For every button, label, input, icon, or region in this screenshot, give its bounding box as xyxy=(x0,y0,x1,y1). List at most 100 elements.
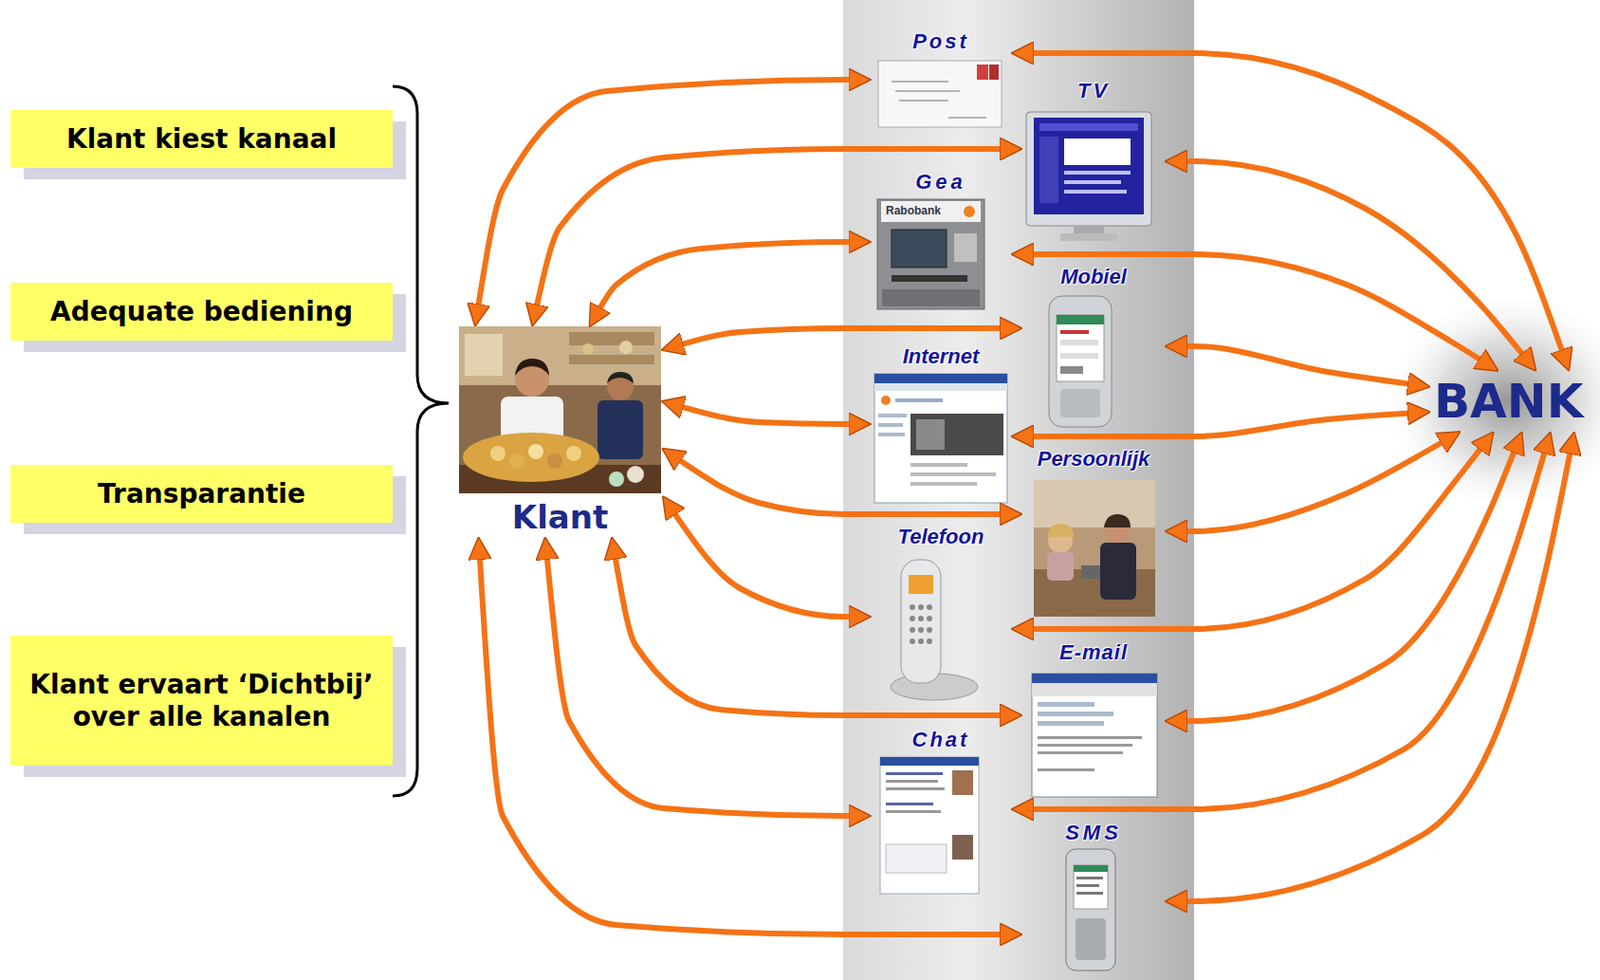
sms-icon xyxy=(1076,883,1100,887)
channel-arrow xyxy=(535,148,1006,311)
browser-icon xyxy=(878,422,903,427)
channel-arrow xyxy=(678,328,1006,346)
email-icon xyxy=(1031,673,1158,797)
customer-photo xyxy=(509,453,525,469)
feature-text: Klant kiest kanaal xyxy=(66,123,337,156)
counter-photo xyxy=(1081,565,1101,579)
tv-icon xyxy=(1064,170,1131,175)
counter-photo xyxy=(1100,542,1137,600)
channel-arrow xyxy=(1181,447,1516,721)
node-label: TV xyxy=(1077,77,1110,105)
channel-arrow xyxy=(1028,254,1485,363)
browser-icon xyxy=(910,481,977,486)
customer-photo xyxy=(514,358,550,376)
browser-icon xyxy=(895,398,943,403)
chat-icon xyxy=(885,844,947,873)
phone-icon xyxy=(909,638,916,644)
channel-arrow xyxy=(1028,412,1414,437)
atm-icon xyxy=(877,199,985,310)
tv-icon xyxy=(1064,180,1122,184)
mobile-icon xyxy=(1056,314,1104,325)
group-brace xyxy=(392,86,449,796)
channel-arrow xyxy=(676,458,1006,515)
browser-icon xyxy=(881,395,891,405)
atm-icon xyxy=(963,205,975,218)
channel-arrow xyxy=(546,553,854,816)
channel-arrow xyxy=(478,79,855,310)
phone-icon xyxy=(909,615,916,622)
feature-box: Klant kiest kanaal xyxy=(10,110,393,168)
channel-node: TV xyxy=(1022,77,1165,245)
chat-icon xyxy=(885,779,938,783)
customer-photo xyxy=(626,465,644,483)
sms-icon xyxy=(1073,864,1108,872)
atm-icon xyxy=(882,289,980,307)
chat-icon xyxy=(880,756,979,894)
atm-icon xyxy=(891,275,968,282)
email-icon xyxy=(1037,720,1104,726)
tv-icon xyxy=(1026,111,1152,241)
counter-photo xyxy=(1047,523,1074,537)
node-label: SMS xyxy=(1065,819,1122,846)
email-icon xyxy=(1031,682,1158,697)
feature-text: Klant ervaart ‘Dichtbij’ over alle kanal… xyxy=(21,668,382,733)
channel-node: Telefoon xyxy=(870,523,1012,704)
channel-node: Post xyxy=(870,28,1012,129)
mobile-icon xyxy=(1060,352,1099,359)
counter-photo xyxy=(1103,514,1131,528)
email-icon xyxy=(1031,673,1158,797)
node-label: Post xyxy=(912,28,970,56)
channel-arrow xyxy=(1028,447,1546,810)
sms-icon xyxy=(1076,891,1104,895)
node-label: Telefoon xyxy=(898,523,985,551)
chat-icon xyxy=(880,756,979,894)
node-label: E-mail xyxy=(1059,639,1128,666)
chat-icon xyxy=(885,772,943,775)
channel-arrow xyxy=(597,241,854,313)
mobile-icon xyxy=(1060,339,1099,346)
phone-icon xyxy=(918,604,924,610)
customer-photo xyxy=(490,445,506,461)
node-label: Klant xyxy=(512,497,608,537)
node-label: Mobiel xyxy=(1060,263,1127,291)
counter-photo xyxy=(1033,479,1156,617)
group-brace xyxy=(392,86,449,796)
envelope-icon xyxy=(891,81,987,118)
feature-box: Transparantie xyxy=(10,464,393,523)
phone-icon xyxy=(926,604,933,610)
channel-node: Mobiel xyxy=(1022,263,1165,427)
browser-icon xyxy=(910,462,968,467)
bank-node: BANK xyxy=(1430,370,1588,432)
channel-node: Internet xyxy=(870,343,1012,505)
browser-icon xyxy=(910,413,1004,456)
atm-icon xyxy=(881,201,981,222)
phone-icon xyxy=(901,559,941,683)
node-label: Persoonlijk xyxy=(1037,445,1151,473)
browser-icon xyxy=(874,373,1008,384)
counter-photo xyxy=(1047,551,1074,581)
mobile-icon xyxy=(1048,295,1112,427)
customer-photo xyxy=(459,326,662,494)
mobile-icon xyxy=(1060,366,1084,374)
node-label: BANK xyxy=(1434,372,1584,430)
sms-icon xyxy=(1073,864,1108,909)
chat-icon xyxy=(880,756,979,766)
feature-text: Adequate bediening xyxy=(50,295,353,329)
counter-photo xyxy=(1033,479,1156,528)
email-icon xyxy=(1037,751,1123,755)
sms-icon xyxy=(1066,848,1116,971)
chat-icon xyxy=(885,802,934,806)
chat-icon xyxy=(952,834,974,860)
phone-icon xyxy=(926,638,933,644)
logo-text: Rabobank xyxy=(885,203,941,218)
tv-icon xyxy=(1060,233,1118,241)
tv-icon xyxy=(1033,117,1144,215)
phone-icon xyxy=(918,626,924,633)
channel-arrow xyxy=(678,405,855,424)
atm-icon xyxy=(891,229,947,268)
channel-arrow xyxy=(479,553,1006,935)
channel-arrow xyxy=(614,553,1006,716)
phone-icon xyxy=(909,626,916,633)
tv-icon xyxy=(1039,123,1139,131)
